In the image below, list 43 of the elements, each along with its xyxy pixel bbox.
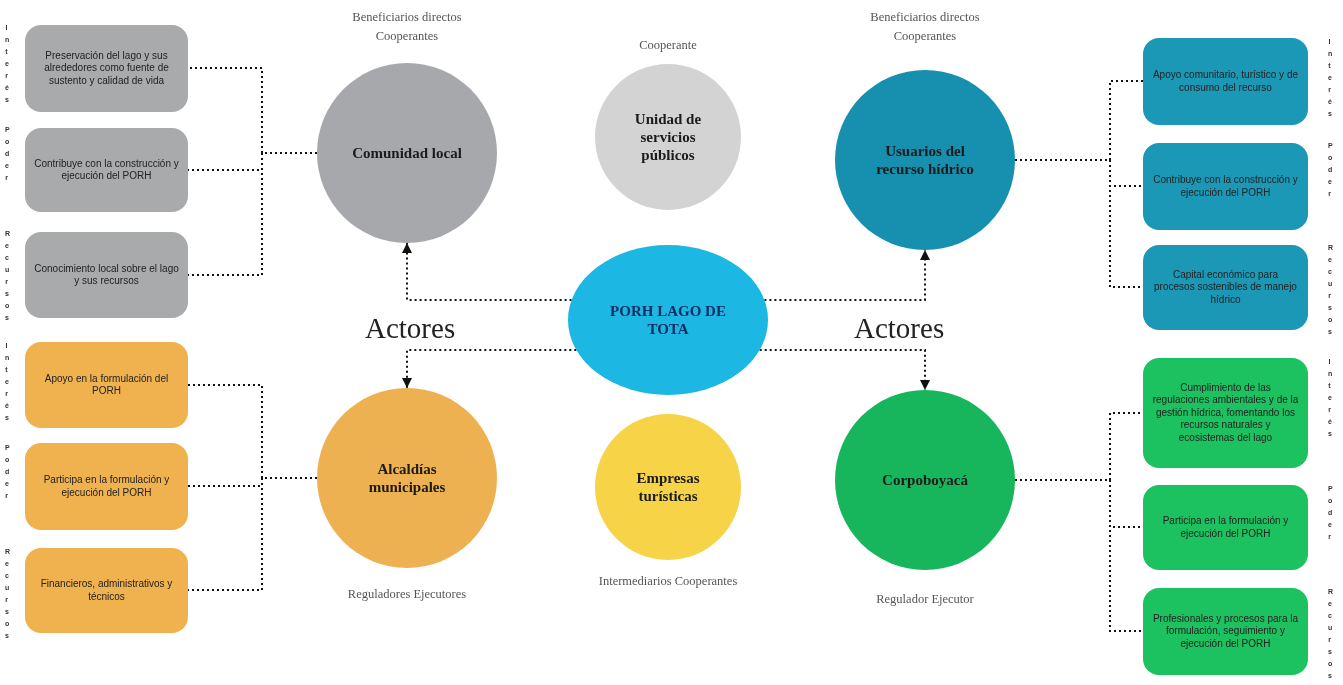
section-heading: Actores [365,312,456,344]
attribute-box [25,232,188,318]
role-caption: Beneficiarios directos Cooperantes [869,9,981,45]
attribute-box [1143,588,1308,675]
actor-name: Usuarios del recurso hídrico [875,142,975,178]
dotted-arrow [402,349,578,389]
actor-name: PORH LAGO DE TOTA [609,302,727,338]
attribute-text: Apoyo en la formulación del PORH [43,372,170,398]
dotted-arrow [758,349,930,391]
actor-name: Alcaldías municipales [367,460,447,496]
attribute-box [25,548,188,633]
role-caption: Reguladores Ejecutores [346,586,468,603]
attribute-text: Contribuye con la construcción y ejecución del PORH [1152,174,1299,199]
attribute-box [1143,38,1308,125]
attribute-box [1143,245,1308,330]
attribute-box [1143,358,1308,468]
attribute-text: Apoyo comunitario, turístico y de consumo del recurso [1152,69,1299,94]
attribute-text: Financieros, administrativos y técnicos [39,578,174,603]
role-caption: Regulador Ejecutor [875,591,975,608]
dotted-arrow [402,242,573,301]
attribute-text: Conocimiento local sobre el lago y sus recursos [34,262,179,288]
attribute-box [25,25,188,112]
attribute-box [25,128,188,212]
actor-name: Corpoboyacá [882,471,968,489]
attribute-box [25,443,188,530]
dotted-arrow [763,249,930,301]
role-caption: Intermediarios Cooperantes [597,573,739,590]
actor-name: Empresas turísticas [635,469,701,505]
attribute-text: Participa en la formulación y ejecución del PORH [42,474,171,499]
attribute-text: Preservación del lago y sus alrededores como fuente de sustento y calidad de vida [43,49,170,88]
actor-name: Unidad de servicios públicos [633,110,703,164]
attribute-text: Participa en la formulación y ejecución del PORH [1161,515,1290,540]
attribute-text: Cumplimiento de las regulaciones ambientales y de la gestión hídrica, fomentando los recursos naturales y ecosistemas del lago [1152,381,1299,445]
attribute-text: Contribuye con la construcción y ejecución del PORH [34,157,179,183]
actor-name: Comunidad local [352,144,462,162]
attribute-box [25,342,188,428]
role-caption: Cooperante [638,37,698,54]
attribute-box [1143,143,1308,230]
role-caption: Beneficiarios directos Cooperantes [351,9,463,45]
attribute-text: Capital económico para procesos sostenibles de manejo hídrico [1153,268,1298,307]
section-heading: Actores [854,312,945,344]
attribute-text: Profesionales y procesos para la formulación, seguimiento y ejecución del PORH [1152,612,1299,651]
attribute-box [1143,485,1308,570]
